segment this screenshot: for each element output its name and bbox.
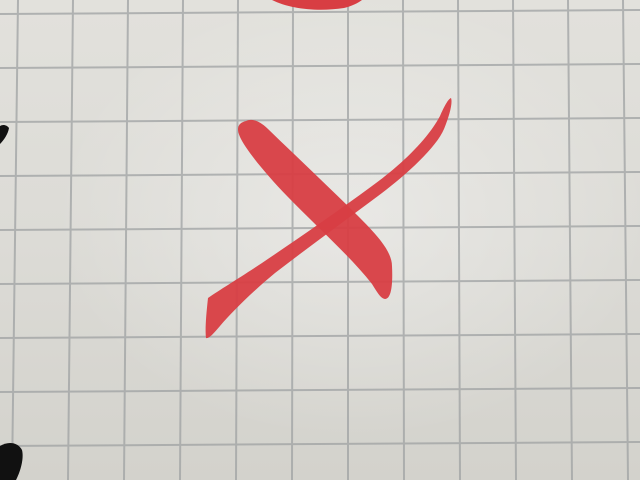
red-x-mark — [205, 98, 452, 339]
grid-line-vertical — [123, 0, 129, 480]
grid-line-vertical — [67, 0, 74, 480]
grid-line-vertical — [402, 0, 405, 480]
grid-line-horizontal — [0, 9, 640, 15]
grid-line-horizontal — [0, 333, 640, 339]
grid-line-vertical — [179, 0, 184, 480]
grid-line-horizontal — [0, 63, 640, 69]
grid-line-vertical — [512, 0, 517, 480]
red-circle-fragment — [272, 0, 362, 10]
black-ink-fragment-lower — [0, 442, 23, 480]
grid-line-vertical — [622, 0, 629, 480]
grid-line-horizontal — [0, 279, 640, 285]
grid-line-vertical — [291, 0, 294, 480]
grid-line-horizontal — [0, 387, 640, 393]
grid-line-vertical — [567, 0, 573, 480]
grid-line-horizontal — [0, 441, 640, 447]
grid-line-horizontal — [0, 171, 640, 177]
grid-line-horizontal — [0, 117, 640, 123]
grid-line-vertical — [457, 0, 461, 480]
x-mark-stroke-ascending — [205, 98, 452, 339]
black-ink-fragment-upper — [0, 124, 9, 144]
x-mark-stroke-descending — [238, 119, 393, 300]
grid-line-vertical — [11, 0, 19, 480]
grid-line-vertical — [235, 0, 239, 480]
